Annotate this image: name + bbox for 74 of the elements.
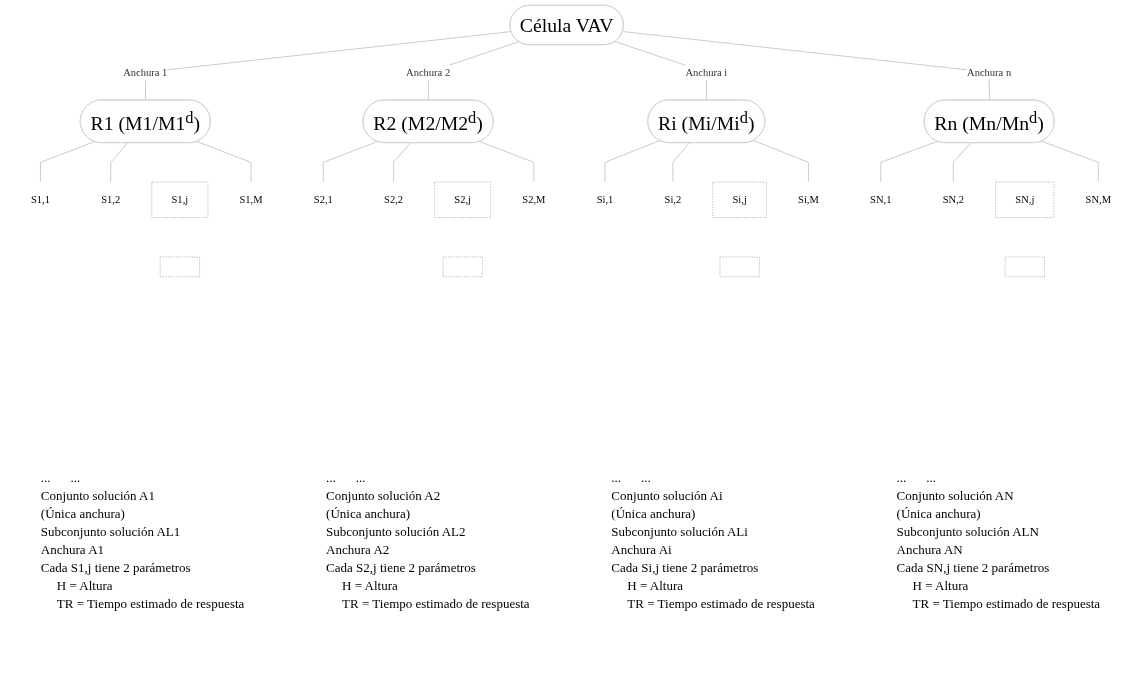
note-text: TR = Tiempo estimado de respuesta — [911, 596, 1101, 612]
note-text: Anchura Ai — [611, 542, 673, 558]
ellipsis-mark: ... — [611, 470, 622, 486]
ellipsis-mark: ... — [70, 470, 81, 486]
connector — [478, 141, 534, 183]
node-box — [442, 256, 483, 278]
note-text: Cada Si,j tiene 2 parámetros — [611, 560, 760, 576]
edge-label: Anchura 1 — [122, 66, 167, 78]
note-text: Conjunto solución AN — [896, 488, 1015, 504]
node-text: SN,2 — [942, 193, 964, 206]
connector — [604, 140, 660, 183]
ellipsis-mark: ... — [896, 470, 907, 486]
ellipsis-mark: ... — [40, 470, 51, 486]
node-text: S1,1 — [30, 193, 50, 206]
note-text: (Única anchura) — [896, 506, 982, 522]
node-box — [719, 256, 760, 278]
note-text: (Única anchura) — [326, 506, 412, 522]
connector — [952, 142, 971, 183]
edge-label: Anchura 2 — [405, 66, 450, 78]
ellipsis-mark: ... — [926, 470, 937, 486]
node-box: S1,j — [150, 181, 208, 218]
connector — [1040, 140, 1099, 183]
note-text: Subconjunto solución AL2 — [326, 524, 467, 540]
connector — [621, 31, 990, 101]
node-text: SN,M — [1085, 193, 1111, 206]
node-text: Si,2 — [664, 193, 681, 206]
note-text: H = Altura — [341, 578, 399, 594]
note-text: Conjunto solución A2 — [326, 488, 442, 504]
connector — [109, 142, 128, 183]
note-text: Anchura AN — [896, 542, 964, 558]
connector — [672, 142, 690, 183]
note-text: H = Altura — [626, 578, 685, 594]
node-text: Si,M — [797, 193, 819, 206]
note-text: TR = Tiempo estimado de respuesta — [341, 596, 530, 612]
node-text: S2,M — [521, 193, 545, 206]
connector — [322, 141, 378, 183]
note-text: (Única anchura) — [611, 506, 697, 522]
note-text: Anchura A1 — [40, 542, 106, 558]
note-text: TR = Tiempo estimado de respuesta — [55, 596, 245, 612]
connector — [196, 141, 251, 183]
note-text: Cada S1,j tiene 2 parámetros — [40, 560, 192, 576]
note-text: Subconjunto solución ALN — [896, 524, 1040, 540]
node-text: S1,2 — [100, 193, 120, 206]
note-text: Anchura A2 — [326, 542, 391, 558]
ellipsis-mark: ... — [326, 470, 336, 486]
node-box: SN,j — [994, 181, 1054, 218]
connector — [39, 141, 95, 183]
node-box — [1004, 256, 1045, 278]
node-text: SN,1 — [869, 193, 891, 206]
note-text: Conjunto solución A1 — [40, 488, 156, 504]
ellipsis-mark: ... — [355, 470, 366, 486]
note-text: Cada SN,j tiene 2 parámetros — [896, 560, 1051, 576]
node-box: Si,j — [711, 181, 767, 218]
note-text: H = Altura — [911, 578, 970, 594]
note-text: Cada S2,j tiene 2 parámetros — [326, 560, 477, 576]
note-text: (Única anchura) — [40, 506, 126, 522]
node-text: S2,2 — [383, 193, 403, 206]
edge-label: Anchura i — [684, 66, 727, 78]
node-text: S1,M — [238, 193, 263, 206]
node-text: S2,1 — [313, 193, 333, 206]
node-box — [159, 256, 200, 278]
note-text: Subconjunto solución ALi — [611, 524, 749, 540]
node-text: Si,1 — [596, 193, 613, 206]
ellipsis-mark: ... — [641, 470, 651, 486]
connector — [752, 140, 809, 183]
edge-label: Anchura n — [966, 66, 1011, 78]
note-text: H = Altura — [55, 578, 114, 594]
node-box: S2,j — [433, 181, 491, 218]
note-text: Conjunto solución Ai — [611, 488, 724, 504]
connector — [144, 31, 512, 101]
note-text: TR = Tiempo estimado de respuesta — [626, 596, 815, 612]
connector — [879, 140, 938, 183]
connector — [392, 142, 411, 183]
note-text: Subconjunto solución AL1 — [40, 524, 182, 540]
